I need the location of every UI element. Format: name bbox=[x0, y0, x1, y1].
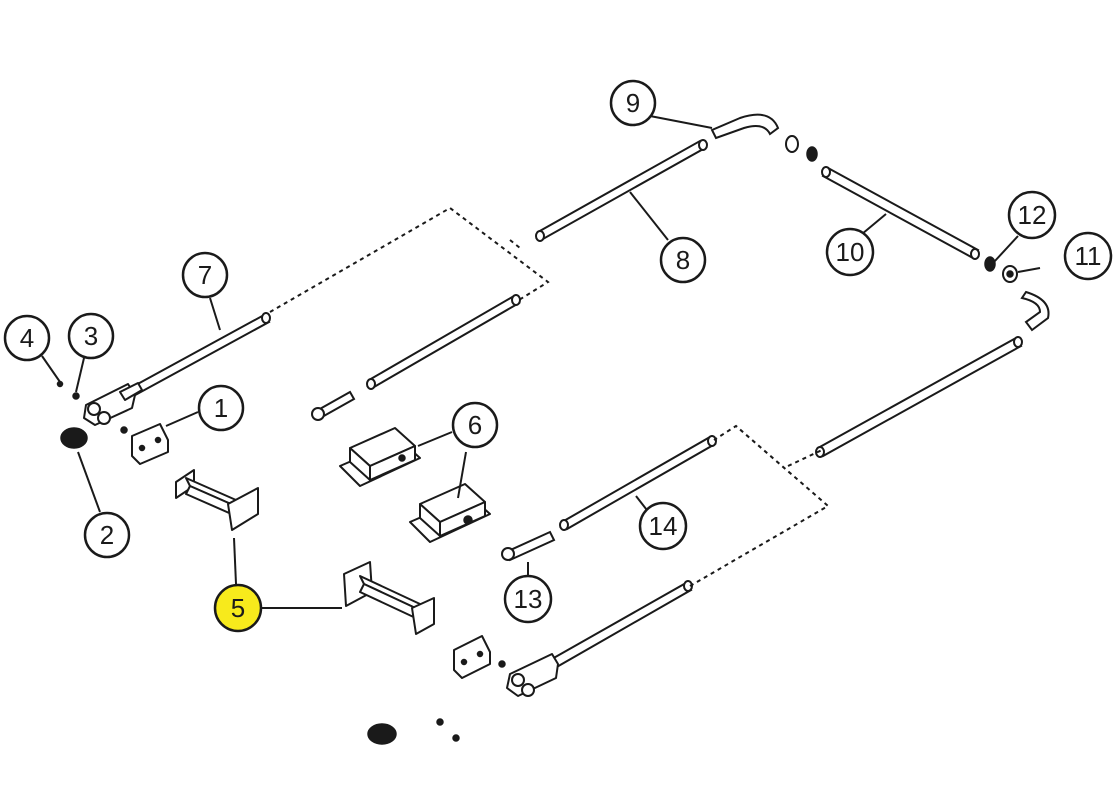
callout-4-label: 4 bbox=[20, 323, 34, 353]
callout-14[interactable]: 14 bbox=[638, 501, 688, 551]
callout-12-label: 12 bbox=[1018, 200, 1047, 230]
part-10-rod bbox=[821, 166, 980, 260]
callout-12-circle bbox=[1007, 190, 1057, 240]
callout-9-circle bbox=[609, 79, 657, 127]
callout-1[interactable]: 1 bbox=[197, 384, 245, 432]
callout-12[interactable]: 12 bbox=[1007, 190, 1057, 240]
callout-6-label: 6 bbox=[468, 410, 482, 440]
callout-2[interactable]: 2 bbox=[83, 511, 131, 559]
part-9-elbow bbox=[710, 113, 780, 140]
part-6-box-upper bbox=[339, 427, 421, 487]
callout-7[interactable]: 7 bbox=[181, 251, 229, 299]
callout-4[interactable]: 4 bbox=[3, 314, 51, 362]
callout-7-label: 7 bbox=[198, 260, 212, 290]
part-7-clevis-rod bbox=[83, 312, 271, 426]
callout-5-label: 5 bbox=[231, 593, 245, 623]
bolt-upper bbox=[311, 390, 356, 421]
callout-5-circle bbox=[213, 583, 263, 633]
callout-1-circle bbox=[197, 384, 245, 432]
callout-8[interactable]: 8 bbox=[659, 236, 707, 284]
part-3-4-fasteners bbox=[56, 380, 506, 742]
part-2-bumper bbox=[60, 427, 397, 745]
callout-10-label: 10 bbox=[836, 237, 865, 267]
part-8-rod bbox=[535, 139, 708, 242]
part-1-bracket-lower bbox=[453, 635, 491, 679]
part-5-mount-upper bbox=[175, 469, 259, 531]
callout-2-label: 2 bbox=[100, 520, 114, 550]
callout-2-circle bbox=[83, 511, 131, 559]
connecting-rod-lower-right bbox=[815, 336, 1023, 458]
callout-1-label: 1 bbox=[214, 393, 228, 423]
callout-13-label: 13 bbox=[514, 584, 543, 614]
callout-3[interactable]: 3 bbox=[67, 312, 115, 360]
phantom-lines bbox=[269, 206, 830, 587]
part-14-rod bbox=[559, 435, 717, 531]
part-6-box-lower bbox=[409, 483, 491, 543]
part-5-mount-lower bbox=[343, 561, 435, 635]
callout-9[interactable]: 9 bbox=[609, 79, 657, 127]
leader-lines bbox=[41, 115, 1041, 609]
callout-11-label: 11 bbox=[1075, 241, 1102, 271]
part-11-elbow bbox=[1020, 290, 1050, 332]
callout-8-circle bbox=[659, 236, 707, 284]
callout-10-circle bbox=[825, 227, 875, 277]
callout-14-circle bbox=[638, 501, 688, 551]
part-7-clevis-rod-lower bbox=[506, 580, 693, 697]
callout-11-circle bbox=[1063, 231, 1113, 281]
callout-10[interactable]: 10 bbox=[825, 227, 875, 277]
callout-6[interactable]: 6 bbox=[451, 401, 499, 449]
callout-13-circle bbox=[503, 574, 553, 624]
callout-9-label: 9 bbox=[626, 88, 640, 118]
callout-14-label: 14 bbox=[649, 511, 678, 541]
part-1-bracket bbox=[131, 423, 169, 465]
callout-7-circle bbox=[181, 251, 229, 299]
callout-3-label: 3 bbox=[84, 321, 98, 351]
callout-5[interactable]: 5 bbox=[213, 583, 263, 633]
part-13-bolt bbox=[501, 530, 556, 562]
callout-3-circle bbox=[67, 312, 115, 360]
part-11-washer bbox=[785, 135, 1018, 283]
callout-13[interactable]: 13 bbox=[503, 574, 553, 624]
callout-8-label: 8 bbox=[676, 245, 690, 275]
callout-11[interactable]: 11 bbox=[1063, 231, 1113, 281]
connecting-rod-upper-left bbox=[366, 294, 521, 390]
callout-4-circle bbox=[3, 314, 51, 362]
callout-6-circle bbox=[451, 401, 499, 449]
part-12-nut bbox=[984, 256, 996, 272]
